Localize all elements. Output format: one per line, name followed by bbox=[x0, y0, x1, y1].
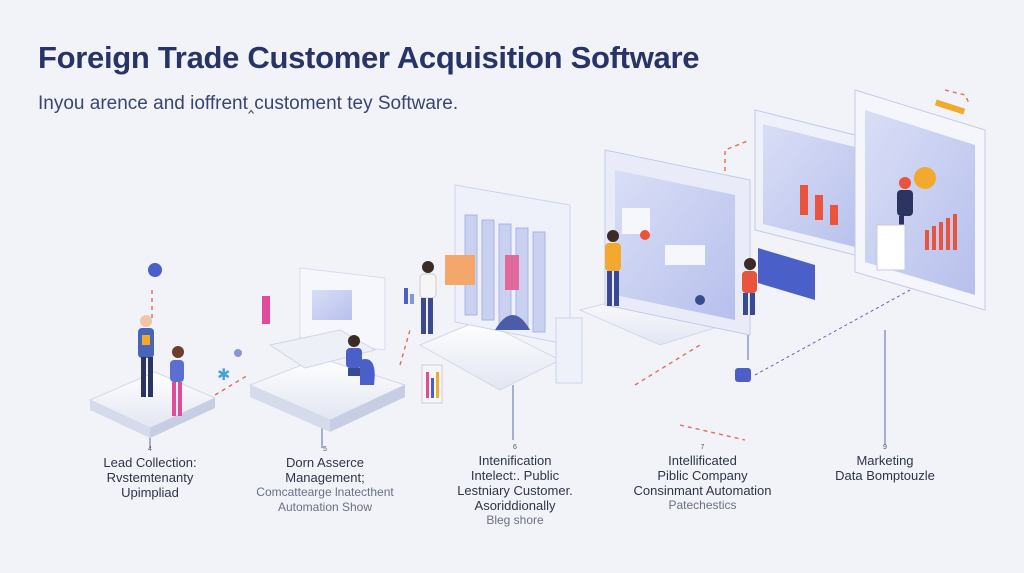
stage-5-marketing bbox=[754, 89, 986, 311]
page-title: Foreign Trade Customer Acquisition Softw… bbox=[38, 40, 700, 75]
step-automation: 7 Intellificated Piblic Company Consinma… bbox=[633, 444, 772, 512]
chart-icon bbox=[404, 288, 414, 304]
stage-3-identification bbox=[404, 184, 583, 404]
stage-2-management: ✱ bbox=[217, 267, 407, 432]
person-icon bbox=[138, 315, 154, 397]
page-subtitle: Inyou arence and ioffrent‸customent tey … bbox=[38, 93, 459, 114]
step-management: 5 Dorn Asserce Management; Comcattearge … bbox=[256, 446, 394, 514]
stage-4-automation bbox=[578, 149, 815, 382]
pin-icon bbox=[148, 263, 162, 277]
chart-icon bbox=[421, 364, 443, 404]
person-icon bbox=[419, 261, 437, 334]
connector-lines bbox=[151, 89, 971, 441]
step-marketing: 9 Marketing Data Bomptouzle bbox=[835, 444, 935, 483]
presenter-icon bbox=[742, 258, 757, 315]
person-icon bbox=[605, 230, 621, 306]
desk-worker-icon bbox=[346, 335, 375, 385]
step-identification: 6 Intenification Intelect:. Public Lestn… bbox=[457, 444, 573, 527]
person-icon bbox=[170, 346, 184, 416]
step-lead-collection: 4 Lead Collection: Rvstemtenanty Upimpli… bbox=[103, 446, 197, 500]
stage-1-lead-collection bbox=[88, 263, 217, 438]
sparkle-icon: ✱ bbox=[217, 365, 230, 384]
